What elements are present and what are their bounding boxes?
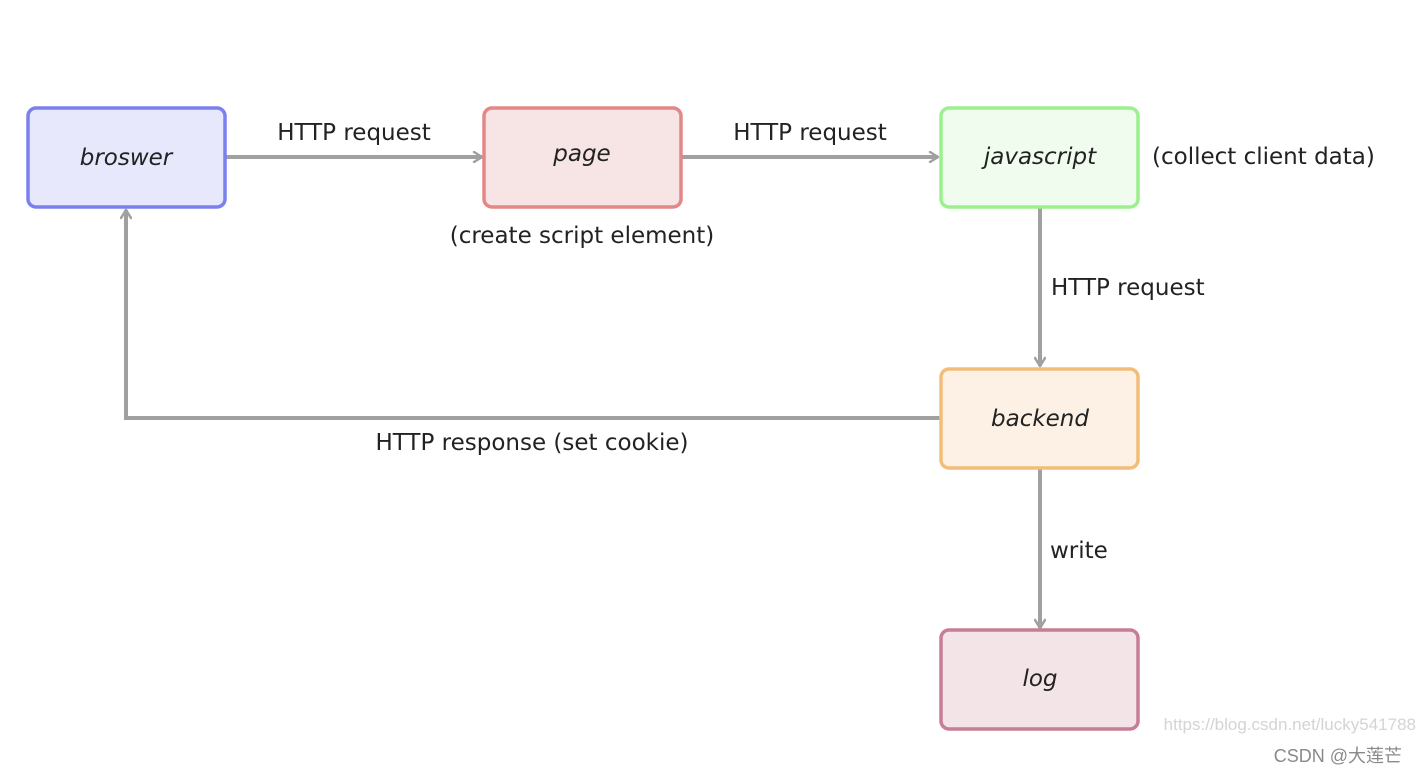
node-backend-box xyxy=(939,367,1140,470)
edge-label-page-to-javascript: HTTP request xyxy=(733,120,887,146)
watermark-url: https://blog.csdn.net/lucky541788 xyxy=(1163,715,1416,734)
annotation-javascript-note: (collect client data) xyxy=(1152,144,1375,170)
node-log: log xyxy=(939,628,1140,731)
edge-label-javascript-to-backend: HTTP request xyxy=(1051,275,1205,301)
node-log-box xyxy=(939,628,1140,731)
edges xyxy=(126,157,1040,628)
node-browser-box xyxy=(26,106,227,209)
node-browser: broswer xyxy=(26,106,227,209)
node-page-box xyxy=(482,106,683,209)
node-javascript-label: javascript xyxy=(981,144,1097,170)
node-javascript: javascript xyxy=(939,106,1140,209)
annotation-page-note: (create script element) xyxy=(450,223,715,249)
node-backend: backend xyxy=(939,367,1140,470)
node-page-label: page xyxy=(552,141,610,167)
node-javascript-box xyxy=(939,106,1140,209)
edge-label-backend-to-log: write xyxy=(1050,538,1108,564)
watermark-credit: CSDN @大莲芒 xyxy=(1273,746,1402,766)
edge-label-browser-to-page: HTTP request xyxy=(277,120,431,146)
node-browser-label: broswer xyxy=(80,145,174,171)
node-log-label: log xyxy=(1022,666,1057,692)
edge-backend-to-browser xyxy=(126,210,940,420)
node-page: page xyxy=(482,106,683,209)
node-backend-label: backend xyxy=(991,406,1089,432)
edge-label-backend-to-browser: HTTP response (set cookie) xyxy=(375,430,688,456)
